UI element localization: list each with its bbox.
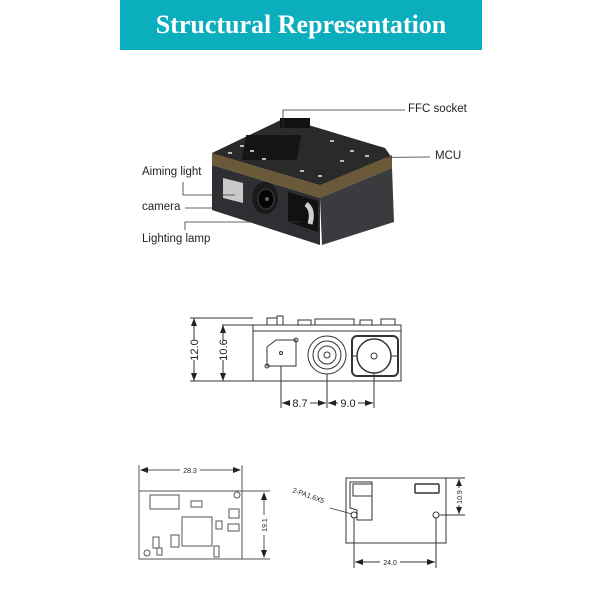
dim-body-height: 10.6 bbox=[218, 339, 230, 360]
dim-pcb-width: 28.3 bbox=[183, 468, 197, 475]
callout-lines bbox=[182, 109, 431, 230]
callout-lighting-lamp: Lighting lamp bbox=[142, 233, 211, 245]
dim-hole-spacing: 24.0 bbox=[383, 560, 397, 567]
top-view-drawing bbox=[138, 465, 270, 560]
callout-aiming-light: Aiming light bbox=[142, 166, 202, 178]
bottom-view-arrows bbox=[355, 479, 462, 565]
dim-pcb-height: 19.1 bbox=[262, 518, 269, 532]
page-title: Structural Representation bbox=[155, 10, 447, 39]
dim-hole-height: 10.9 bbox=[457, 490, 464, 504]
dim-total-height: 12.0 bbox=[189, 339, 201, 360]
bottom-view-drawing bbox=[329, 477, 465, 568]
dim-camera-to-lamp: 9.0 bbox=[340, 398, 355, 410]
product-photo bbox=[212, 118, 394, 245]
dim-aim-to-camera: 8.7 bbox=[292, 398, 307, 410]
callout-ffc-socket: FFC socket bbox=[408, 103, 467, 115]
front-view-arrows bbox=[191, 318, 373, 406]
callout-camera: camera bbox=[142, 201, 181, 213]
header-banner: Structural Representation bbox=[120, 0, 482, 50]
callout-mcu: MCU bbox=[435, 150, 462, 162]
screw-label: 2-PA1.6X5 bbox=[291, 487, 325, 505]
top-view-arrows bbox=[140, 467, 267, 558]
